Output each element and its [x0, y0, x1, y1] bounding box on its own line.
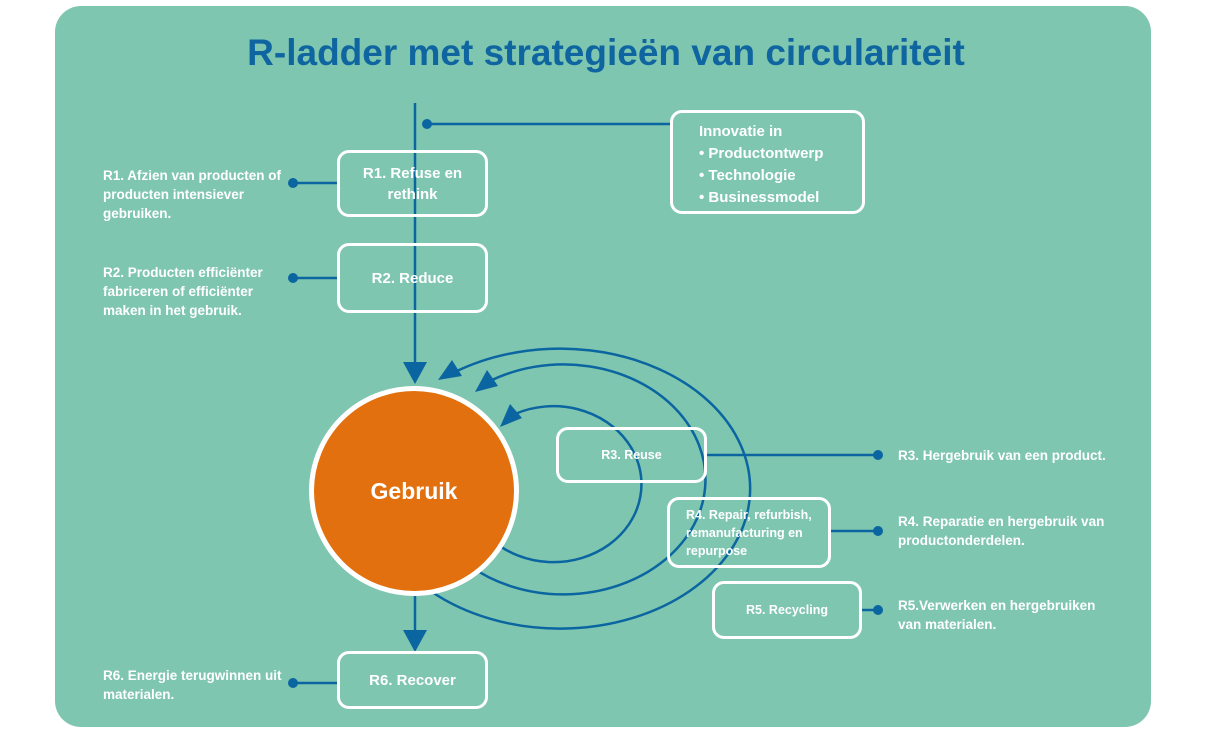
- loop-arrow-icon: [438, 360, 462, 380]
- r1-box: R1. Refuse en rethink: [337, 150, 488, 217]
- r6-box: R6. Recover: [337, 651, 488, 709]
- connector-dot: [422, 119, 432, 129]
- innovation-box: Innovatie in • Productontwerp • Technolo…: [670, 110, 865, 214]
- repair-loop: [469, 363, 707, 596]
- page-title: R-ladder met strategieën van circularite…: [247, 32, 965, 73]
- r4-box: R4. Repair, refurbish, remanufacturing e…: [667, 497, 831, 568]
- connector-dot: [873, 605, 883, 615]
- r5-description: R5.Verwerken en hergebruiken van materia…: [898, 598, 1096, 632]
- r2-description: R2. Producten efficiënter fabriceren of …: [103, 265, 263, 318]
- diagram-panel: [55, 6, 1151, 727]
- connector-dot: [873, 450, 883, 460]
- loop-arrow-icon: [475, 370, 498, 392]
- arrow-down-icon: [403, 630, 427, 652]
- r1-description: R1. Afzien van producten of producten in…: [103, 168, 282, 221]
- innovation-heading: Innovatie in: [699, 123, 783, 140]
- r5-box: R5. Recycling: [712, 581, 862, 639]
- gebruik-circle: Gebruik: [309, 386, 519, 596]
- innovation-item: • Businessmodel: [699, 189, 820, 206]
- connector-dot: [873, 526, 883, 536]
- connector-dot: [288, 178, 298, 188]
- loop-arrow-icon: [500, 404, 522, 427]
- r3-box: R3. Reuse: [556, 427, 707, 483]
- r4-description: R4. Reparatie en hergebruik van producto…: [898, 514, 1105, 548]
- connector-dot: [288, 678, 298, 688]
- connector-dot: [288, 273, 298, 283]
- innovation-item: • Productontwerp: [699, 145, 824, 162]
- r6-description: R6. Energie terugwinnen uit materialen.: [103, 668, 282, 702]
- arrow-down-icon: [403, 362, 427, 384]
- reuse-loop: [491, 404, 643, 564]
- innovation-item: • Technologie: [699, 167, 796, 184]
- r2-box: R2. Reduce: [337, 243, 488, 313]
- r3-description: R3. Hergebruik van een product.: [898, 448, 1106, 463]
